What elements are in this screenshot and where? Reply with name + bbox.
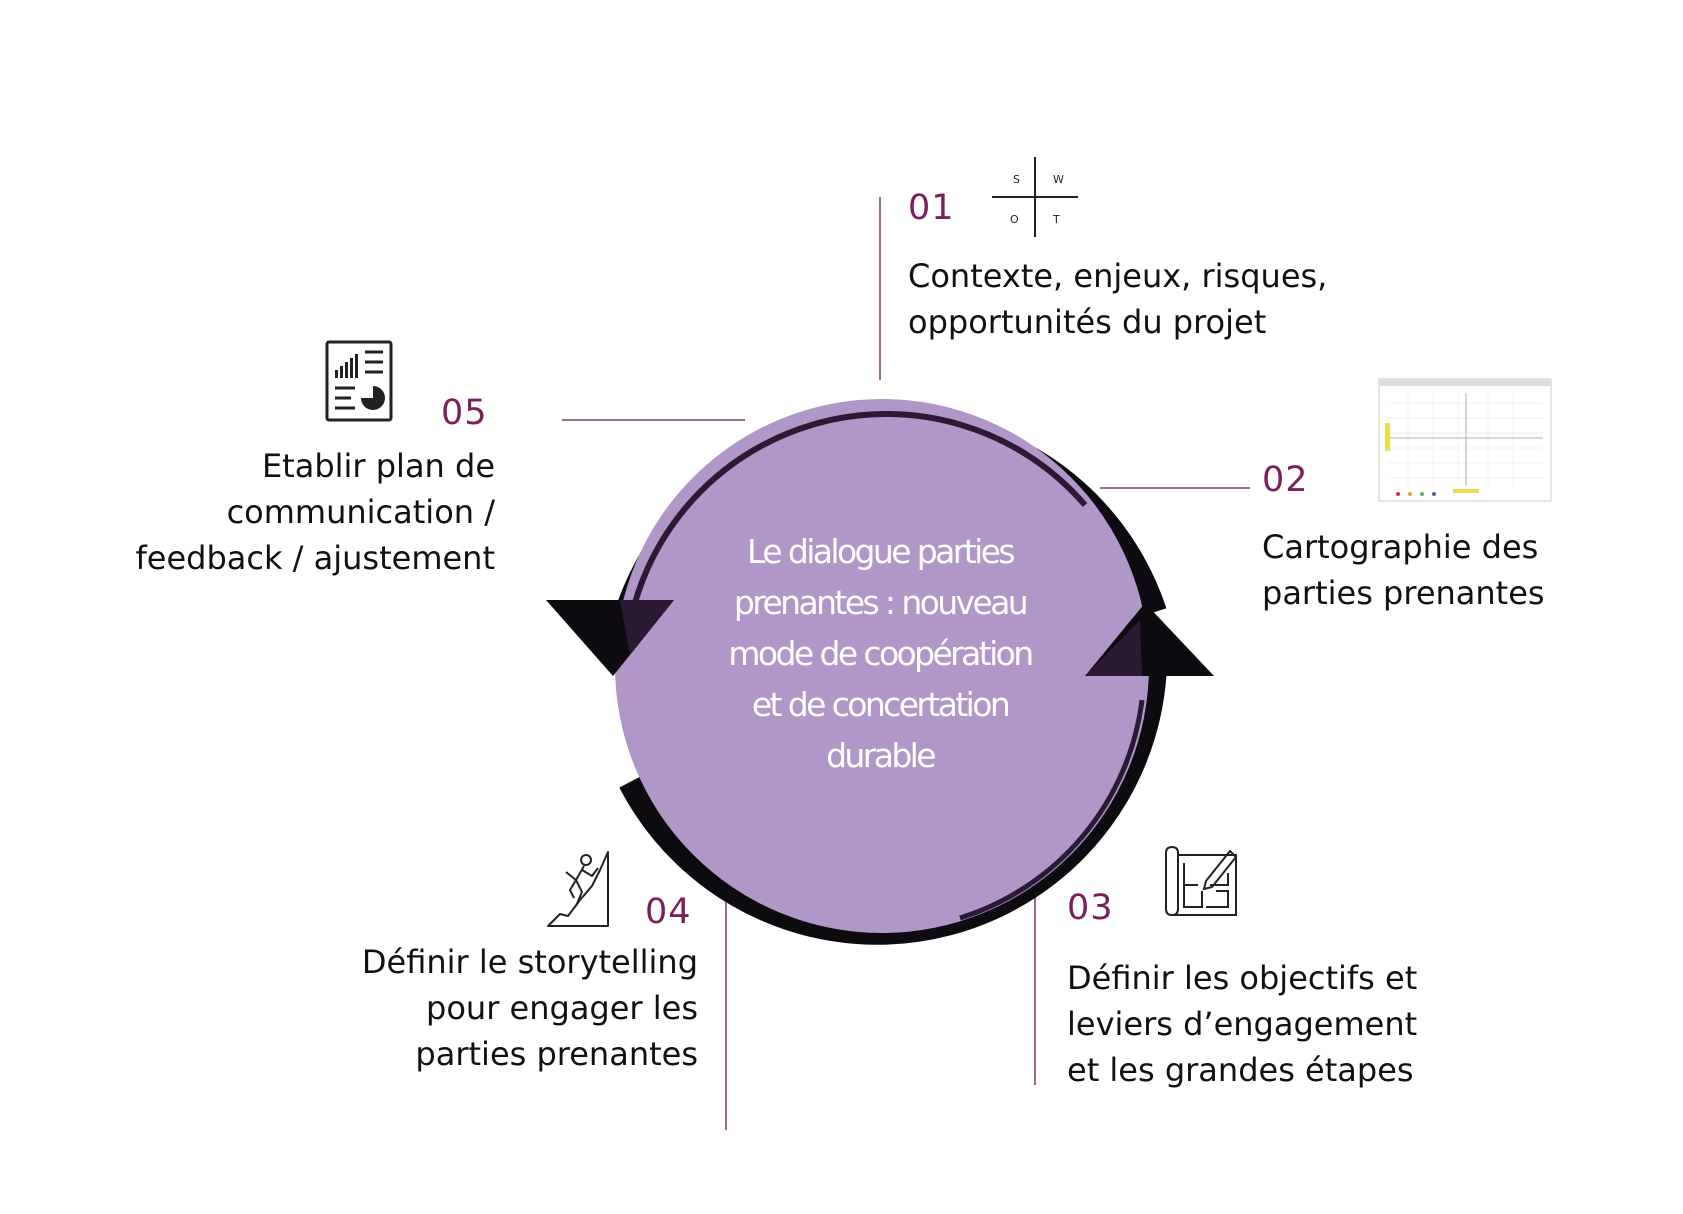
- step-04-number: 04: [645, 892, 692, 932]
- step-03-number: 03: [1067, 888, 1114, 928]
- step-01-line-2: opportunités du projet: [908, 303, 1267, 341]
- step-05-label: Etablir plan de communication / feedback…: [136, 443, 496, 581]
- ring-inner-lower: [959, 699, 1145, 921]
- step-02-line-1: Cartographie des: [1262, 528, 1539, 566]
- report-document-icon: [325, 340, 393, 422]
- step-01-line-1: Contexte, enjeux, risques,: [908, 257, 1328, 295]
- climber-icon: [547, 851, 609, 927]
- step-03-line-3: et les grandes étapes: [1067, 1051, 1414, 1089]
- arrow-right-inner: [1085, 620, 1142, 676]
- step-03-label: Définir les objectifs et leviers d’engag…: [1067, 955, 1417, 1093]
- step-01-number: 01: [908, 188, 955, 228]
- step-04-label: Définir le storytelling pour engager les…: [362, 939, 698, 1077]
- center-line-2: prenantes : nouveau: [733, 583, 1029, 622]
- swot-matrix-icon: S W O T: [992, 157, 1078, 237]
- step-05-line-2: communication /: [226, 493, 495, 531]
- step-03-line-1: Définir les objectifs et: [1067, 959, 1418, 997]
- stakeholder-map-thumbnail: [1378, 378, 1552, 502]
- step-03-line-2: leviers d’engagement: [1067, 1005, 1418, 1043]
- step-02-line-2: parties prenantes: [1262, 574, 1545, 612]
- center-disk: [615, 399, 1149, 933]
- step-04-line-1: Définir le storytelling: [361, 943, 698, 981]
- step-02-label: Cartographie des parties prenantes: [1262, 524, 1545, 616]
- step-05-line-3: feedback / ajustement: [135, 539, 496, 577]
- step-04-line-2: pour engager les: [426, 989, 698, 1027]
- center-line-4: et de concertation: [751, 685, 1011, 724]
- swot-t: T: [1052, 213, 1060, 226]
- step-01-label: Contexte, enjeux, risques, opportunités …: [908, 253, 1327, 345]
- center-title: Le dialogue parties prenantes : nouveau …: [705, 526, 1055, 781]
- step-05-number: 05: [441, 393, 488, 433]
- step-02-number: 02: [1262, 460, 1309, 500]
- center-line-5: durable: [826, 736, 936, 775]
- center-line-3: mode de coopération: [728, 634, 1034, 673]
- step-05-line-1: Etablir plan de: [261, 447, 495, 485]
- ring-inner-upper: [624, 411, 1088, 641]
- swot-w: W: [1053, 173, 1064, 186]
- blueprint-plan-icon: [1165, 845, 1238, 917]
- step-04-line-3: parties prenantes: [415, 1035, 698, 1073]
- swot-o: O: [1010, 213, 1019, 226]
- swot-s: S: [1013, 173, 1020, 186]
- arrow-left-inner: [620, 600, 674, 655]
- center-line-1: Le dialogue parties: [747, 532, 1015, 571]
